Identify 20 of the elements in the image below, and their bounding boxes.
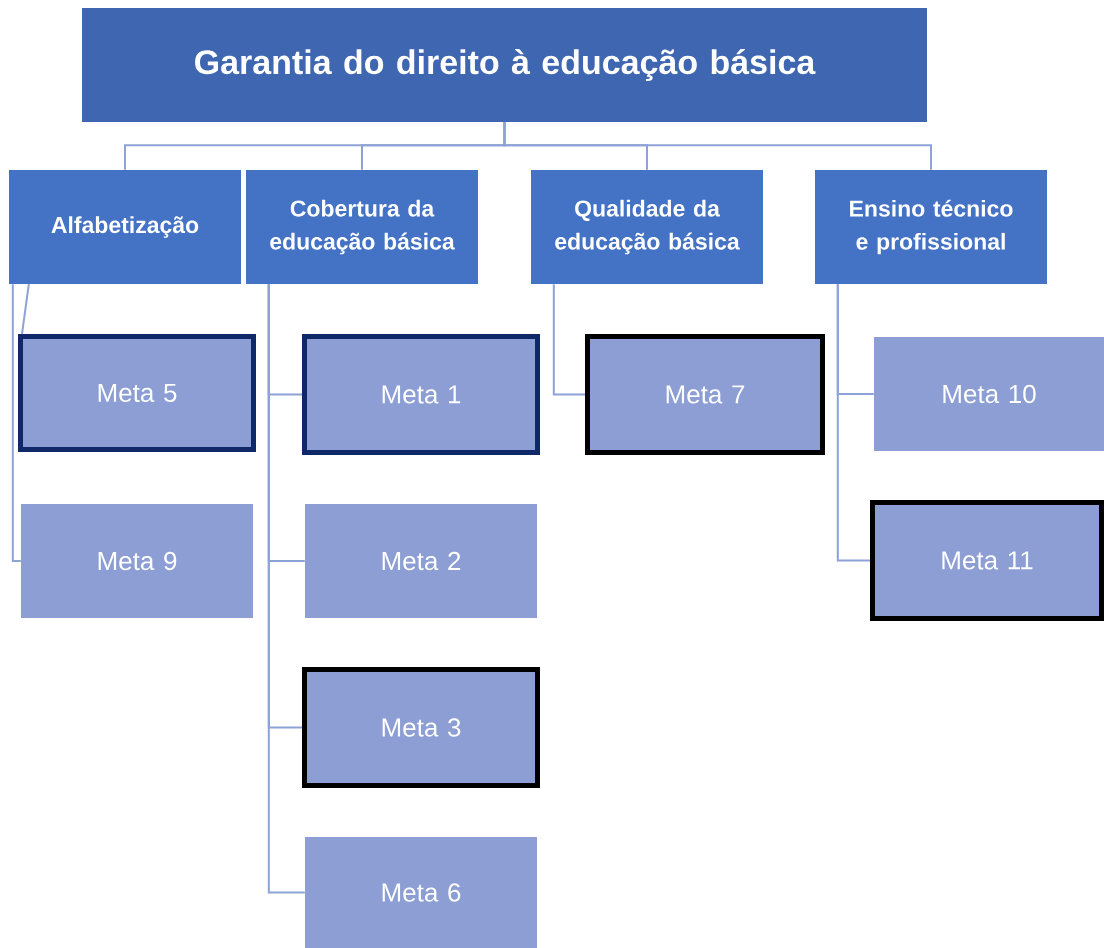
goal-box: Meta 3 — [302, 667, 540, 788]
goal-box: Meta 1 — [302, 334, 540, 455]
goal-box: Meta 7 — [585, 334, 825, 455]
category-box: Alfabetização — [9, 170, 241, 284]
goal-box: Meta 6 — [305, 837, 537, 948]
connector-line — [503, 121, 932, 171]
goal-box: Meta 2 — [305, 504, 537, 618]
goal-box: Meta 5 — [18, 334, 256, 452]
connector-line — [267, 283, 306, 894]
connector-line — [552, 283, 586, 396]
category-box: Cobertura da educação básica — [246, 170, 478, 284]
goal-box: Meta 9 — [21, 504, 253, 618]
category-box: Qualidade da educação básica — [531, 170, 763, 284]
goal-box: Meta 10 — [874, 337, 1104, 451]
category-box: Ensino técnico e profissional — [815, 170, 1047, 284]
connector-line — [836, 283, 871, 562]
connector-line — [11, 283, 22, 562]
connector-line — [21, 283, 30, 335]
goal-box: Meta 11 — [870, 500, 1104, 621]
title-box: Garantia do direito à educação básica — [82, 8, 927, 122]
